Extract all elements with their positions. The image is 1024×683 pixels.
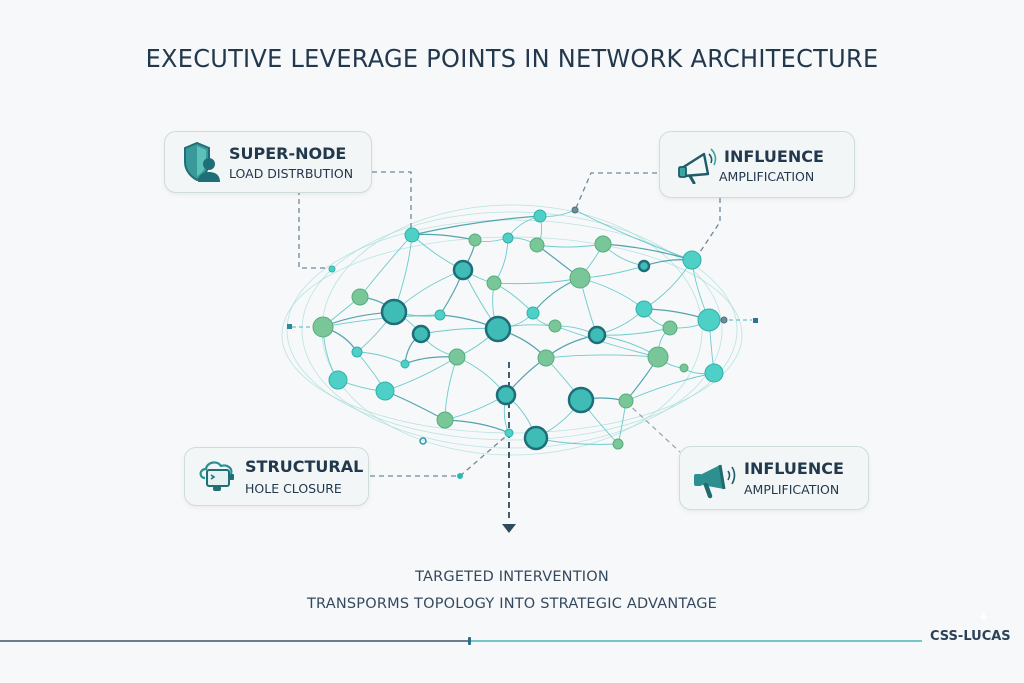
callout-card-super-node: SUPER-NODE LOAD DISTRBUTION xyxy=(164,131,372,193)
network-node xyxy=(548,319,562,333)
footer-line xyxy=(0,637,922,645)
cloud-terminal-icon xyxy=(199,461,234,491)
network-node xyxy=(679,363,689,373)
megaphone-icon xyxy=(678,148,717,184)
network-node xyxy=(571,206,579,214)
page-title: EXECUTIVE LEVERAGE POINTS IN NETWORK ARC… xyxy=(145,44,879,73)
network-edge xyxy=(444,356,458,421)
shield-user-icon xyxy=(184,142,220,182)
card-title: SUPER-NODE xyxy=(229,144,347,163)
network-edge xyxy=(536,243,604,248)
network-node xyxy=(404,227,420,243)
card-title: INFLUENCE xyxy=(724,147,824,166)
halo-arc xyxy=(286,219,738,441)
network-edge xyxy=(574,209,693,261)
network-node xyxy=(312,316,334,338)
network-node xyxy=(567,386,595,414)
connector-influence-bottom xyxy=(625,401,681,453)
network-node xyxy=(400,359,410,369)
network-edge xyxy=(322,314,441,328)
network-node xyxy=(436,411,454,429)
network-node xyxy=(351,288,369,306)
network-node xyxy=(682,250,702,270)
network-edge xyxy=(554,325,659,358)
callout-card-influence-top: INFLUENCE AMPLIFICATION xyxy=(659,131,855,198)
callout-connectors xyxy=(287,171,758,533)
network-edge xyxy=(579,277,645,310)
network-node xyxy=(697,308,721,332)
network-node xyxy=(448,348,466,366)
network-node xyxy=(351,346,363,358)
caption-line-2: TRANSPORMS TOPOLOGY INTO STRATEGIC ADVAN… xyxy=(306,596,718,612)
network-node xyxy=(380,298,408,326)
network-node xyxy=(720,316,728,324)
network-node xyxy=(637,259,651,273)
network-node xyxy=(328,370,348,390)
network-edge xyxy=(444,419,510,434)
network-node xyxy=(375,381,395,401)
callout-card-structural: STRUCTURAL HOLE CLOSURE xyxy=(184,447,369,506)
network-edge xyxy=(384,356,458,392)
network-node xyxy=(594,235,612,253)
connector-structural xyxy=(370,436,506,477)
network-node xyxy=(484,315,512,343)
network-node xyxy=(587,325,607,345)
card-subtitle: HOLE CLOSURE xyxy=(245,481,342,496)
network-edge xyxy=(625,372,715,402)
ring-marker xyxy=(419,437,427,445)
card-subtitle: AMPLIFICATION xyxy=(719,169,815,184)
network-node xyxy=(635,300,653,318)
halo-arc xyxy=(301,211,723,449)
network-node xyxy=(523,425,549,451)
callout-card-influence-bottom: INFLUENCE AMPLIFICATION xyxy=(679,446,869,510)
structural-endpoint xyxy=(457,473,463,479)
network-node xyxy=(537,349,555,367)
network-node xyxy=(612,438,624,450)
connector-super-node-a xyxy=(298,190,330,269)
card-subtitle: LOAD DISTRBUTION xyxy=(229,166,354,181)
network-node xyxy=(434,309,446,321)
network-node xyxy=(533,209,547,223)
network-node xyxy=(328,265,336,273)
network-edge xyxy=(602,243,693,261)
connector-right-end xyxy=(753,318,758,323)
network-edge xyxy=(643,259,693,310)
halo-arc xyxy=(281,236,743,434)
network-edge xyxy=(493,277,581,285)
network-node xyxy=(662,320,678,336)
connector-super-node-b xyxy=(372,171,412,228)
connector-influence-top-a xyxy=(575,172,657,209)
network-node xyxy=(468,233,482,247)
megaphone-icon xyxy=(694,464,736,499)
sparkle-icon: ✦ xyxy=(978,610,990,626)
connector-influence-top-b xyxy=(699,198,721,253)
network-node xyxy=(618,393,634,409)
network-node xyxy=(452,259,474,281)
network-node xyxy=(647,346,669,368)
network-node xyxy=(504,428,514,438)
network-node xyxy=(529,237,545,253)
network-node xyxy=(411,324,431,344)
network-node xyxy=(502,232,514,244)
network-node xyxy=(526,306,540,320)
card-subtitle: AMPLIFICATION xyxy=(744,482,840,497)
network-edge xyxy=(411,215,541,236)
network-edge xyxy=(545,354,659,359)
intervention-arrow-head xyxy=(502,524,516,533)
connector-left-end xyxy=(287,324,292,329)
network-nodes xyxy=(312,206,728,451)
card-title: INFLUENCE xyxy=(744,459,844,478)
network-node xyxy=(704,363,724,383)
network-edge xyxy=(384,390,446,421)
network-node xyxy=(486,275,502,291)
network-node xyxy=(495,384,517,406)
footer-line-marker xyxy=(468,637,471,645)
network-node xyxy=(569,267,591,289)
caption-line-1: TARGETED INTERVENTION xyxy=(415,569,609,585)
network-edge xyxy=(356,351,406,365)
brand-label: CSS-LUCAS xyxy=(930,629,1011,644)
card-title: STRUCTURAL xyxy=(245,457,364,476)
